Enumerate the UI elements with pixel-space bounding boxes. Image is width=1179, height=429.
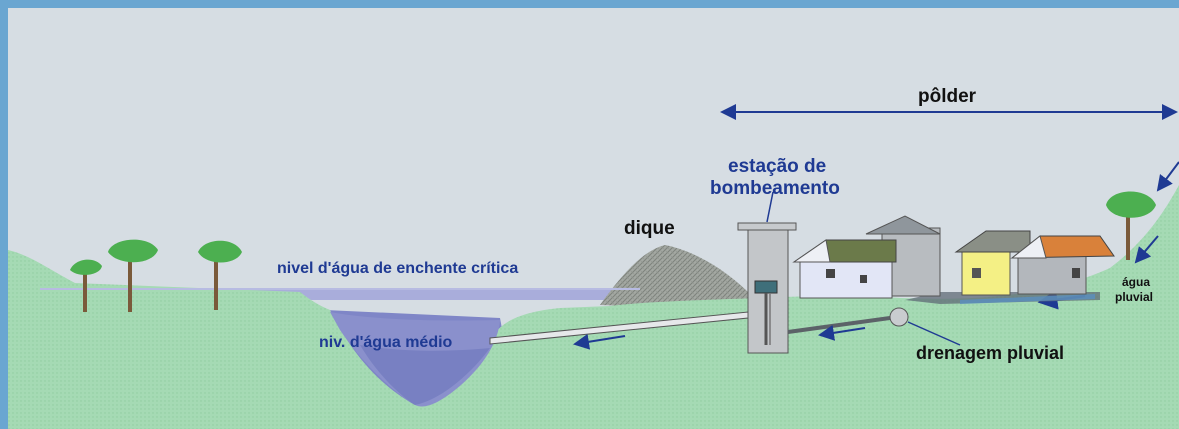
dike-label: dique	[624, 218, 675, 239]
tree-left-2	[108, 239, 158, 312]
drainage-pointer	[907, 321, 961, 346]
pumping-station	[737, 222, 797, 354]
polder-label: pôlder	[918, 86, 977, 107]
house-grey-front	[1010, 235, 1115, 295]
discharge-pipe	[489, 311, 749, 345]
pumping-station-pointer	[766, 191, 774, 223]
drainage-manhole	[889, 307, 909, 327]
dike	[600, 245, 750, 310]
flow-arrow-drainage	[818, 324, 866, 341]
flow-arrow-slope-lower	[1134, 235, 1159, 264]
river-basin-deep	[360, 345, 490, 405]
ground	[8, 185, 1179, 429]
drainage-pipe	[787, 316, 891, 334]
storm-drainage-label: drenagem pluvial	[916, 343, 1065, 363]
runoff-water	[960, 294, 1095, 304]
tree-left-3	[198, 240, 242, 310]
pumping-station-label-line1: estação de	[728, 156, 827, 177]
rainwater-label-line2: pluvial	[1115, 290, 1154, 304]
tree-left-1	[70, 259, 102, 312]
critical-flood-level-label: nivel d'água de enchente crítica	[277, 260, 519, 277]
flow-arrow-river	[573, 333, 626, 350]
tree-right	[1106, 191, 1156, 260]
rainwater-label-line1: água	[1122, 275, 1151, 289]
house-white	[792, 239, 897, 299]
average-water-level-label: niv. d'água médio	[319, 334, 453, 351]
runoff-channel	[905, 292, 1100, 304]
house-yellow	[954, 230, 1031, 296]
pumping-station-label-line2: bombeamento	[710, 178, 840, 199]
flow-arrow-slope-upper	[1156, 161, 1179, 192]
flood-surface	[40, 288, 640, 290]
